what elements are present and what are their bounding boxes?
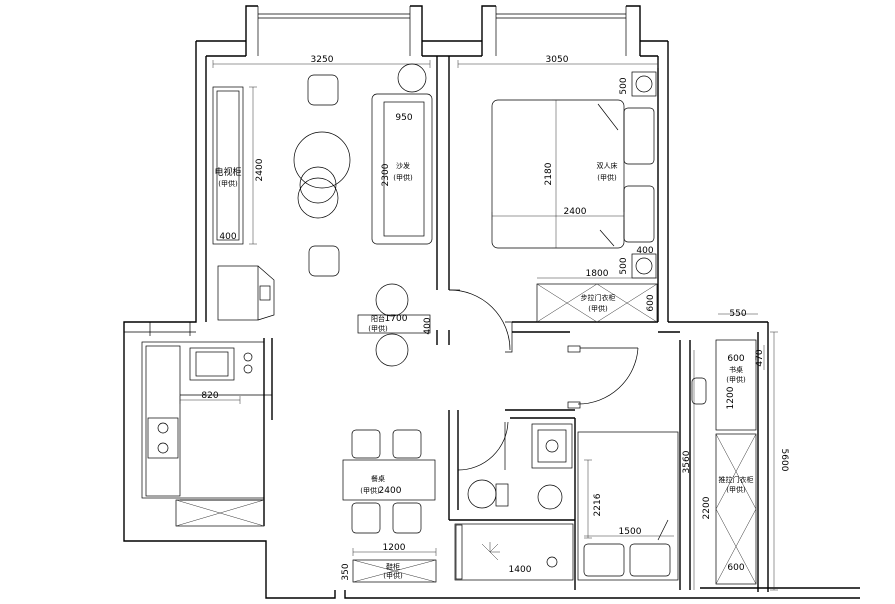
dim-line-2400-bed: 2400 bbox=[491, 207, 625, 220]
dining-table: 餐桌 (甲供) 2400 bbox=[342, 459, 436, 501]
dim-line-2400-tv: 2400 400 bbox=[219, 86, 265, 245]
desk-label: 书桌 bbox=[729, 365, 743, 374]
coffee-table bbox=[293, 131, 351, 219]
dim-line-820: 820 bbox=[179, 391, 241, 404]
dim-1200-shoe: 1200 bbox=[383, 543, 406, 553]
double-bed: 双人床 (甲供) bbox=[491, 99, 625, 249]
nightstand-top: 500 bbox=[619, 71, 657, 97]
dim-400-table: 400 bbox=[423, 317, 433, 334]
balcony-bay-living bbox=[245, 5, 423, 56]
shoe-cabinet: 鞋柜 (甲供) 1200 350 bbox=[341, 543, 437, 583]
dim-5600: 5600 bbox=[779, 449, 789, 472]
dim-1800: 1800 bbox=[586, 269, 609, 279]
dim-2216: 2216 bbox=[593, 493, 603, 516]
tea-table-note: (甲供) bbox=[368, 324, 388, 333]
ottoman bbox=[308, 245, 340, 277]
tea-table: 阳台 (甲供) 1700 400 bbox=[357, 283, 433, 367]
dim-line-550: 550 bbox=[718, 309, 758, 319]
dim-1400: 1400 bbox=[509, 565, 532, 575]
washing-machine bbox=[217, 265, 275, 321]
bed-pillows bbox=[623, 107, 655, 243]
dim-600-wardrobe2: 600 bbox=[727, 563, 744, 573]
dim-line-3250: 3250 bbox=[212, 55, 431, 68]
sofa-note: (甲供) bbox=[393, 173, 413, 182]
sofa-label: 沙发 bbox=[396, 161, 410, 170]
dim-1700: 1700 bbox=[385, 314, 408, 324]
nightstand-bottom: 400 500 bbox=[619, 246, 657, 279]
wardrobe-master-note: (甲供) bbox=[588, 304, 608, 313]
dim-400-tv: 400 bbox=[219, 232, 236, 242]
dim-500-ns: 500 bbox=[619, 257, 629, 274]
shoe-cabinet-label: 鞋柜 bbox=[386, 562, 400, 571]
tv-cabinet: 电视柜 (甲供) bbox=[212, 86, 244, 245]
bedroom-door bbox=[567, 345, 639, 409]
dim-2300: 2300 bbox=[381, 163, 391, 186]
dim-3250: 3250 bbox=[311, 55, 334, 65]
exterior-walls bbox=[123, 40, 860, 599]
dim-2400-bed: 2400 bbox=[564, 207, 587, 217]
dim-2400-dining: 2400 bbox=[379, 486, 402, 496]
single-bed: 2216 1500 bbox=[577, 431, 679, 581]
dim-line-5600: 5600 bbox=[770, 331, 789, 591]
dim-600-desk: 600 bbox=[727, 354, 744, 364]
dim-1500: 1500 bbox=[619, 527, 642, 537]
armchair bbox=[307, 63, 427, 106]
bathroom-door bbox=[457, 421, 509, 471]
kitchen-window bbox=[124, 322, 196, 336]
dining-chairs bbox=[351, 429, 422, 534]
wardrobe-master-label: 步拉门衣柜 bbox=[581, 293, 616, 302]
stove bbox=[147, 417, 179, 459]
double-bed-note: (甲供) bbox=[597, 173, 617, 182]
entry-door bbox=[448, 289, 513, 353]
desk-note: (甲供) bbox=[726, 375, 746, 384]
dim-3560: 3560 bbox=[682, 450, 692, 473]
tv-cabinet-label: 电视柜 bbox=[214, 166, 241, 178]
dim-1200-desk: 1200 bbox=[726, 386, 736, 409]
dining-table-label: 餐桌 bbox=[371, 474, 385, 483]
interior-walls bbox=[263, 56, 691, 590]
sliding-wardrobe-second: 推拉门衣柜 (甲供) 600 bbox=[715, 433, 757, 585]
dim-470: 470 bbox=[755, 349, 765, 366]
wardrobe-second-note: (甲供) bbox=[726, 485, 746, 494]
dim-550: 550 bbox=[729, 309, 746, 319]
dim-350: 350 bbox=[341, 563, 351, 580]
kitchen-counter bbox=[141, 341, 272, 501]
dim-line-2180: 2180 bbox=[544, 99, 560, 249]
dim-2180: 2180 bbox=[544, 162, 554, 185]
dim-2400-tv: 2400 bbox=[255, 158, 265, 181]
tea-table-label: 阳台 bbox=[371, 314, 385, 323]
shoe-cabinet-note: (甲供) bbox=[383, 571, 403, 580]
wardrobe-second-label: 推拉门衣柜 bbox=[719, 475, 754, 484]
sliding-wardrobe-master: 步拉门衣柜 (甲供) 1800 600 bbox=[536, 269, 658, 323]
dim-line-470: 470 bbox=[755, 345, 765, 370]
double-bed-label: 双人床 bbox=[597, 161, 618, 170]
desk: 书桌 (甲供) 1200 600 bbox=[691, 339, 757, 431]
dim-820: 820 bbox=[201, 391, 218, 401]
sofa: 950 2300 沙发 (甲供) bbox=[371, 93, 433, 245]
dining-table-note: (甲供) bbox=[360, 486, 380, 495]
sink bbox=[531, 423, 573, 510]
kitchen-lower-cabinet bbox=[175, 499, 265, 527]
dim-500-top: 500 bbox=[619, 77, 629, 94]
dim-2200: 2200 bbox=[702, 496, 712, 519]
dim-line-3050: 3050 bbox=[457, 55, 659, 68]
shower: 1400 bbox=[454, 523, 574, 581]
balcony-bay-bedroom bbox=[481, 5, 641, 56]
dim-3050: 3050 bbox=[546, 55, 569, 65]
dim-line-3560: 3560 2200 bbox=[682, 350, 712, 590]
dim-950: 950 bbox=[395, 113, 412, 123]
tv-cabinet-note: (甲供) bbox=[218, 179, 238, 188]
dim-600-wardrobe: 600 bbox=[646, 294, 656, 311]
toilet bbox=[467, 479, 509, 509]
dim-400-ns: 400 bbox=[636, 246, 653, 256]
